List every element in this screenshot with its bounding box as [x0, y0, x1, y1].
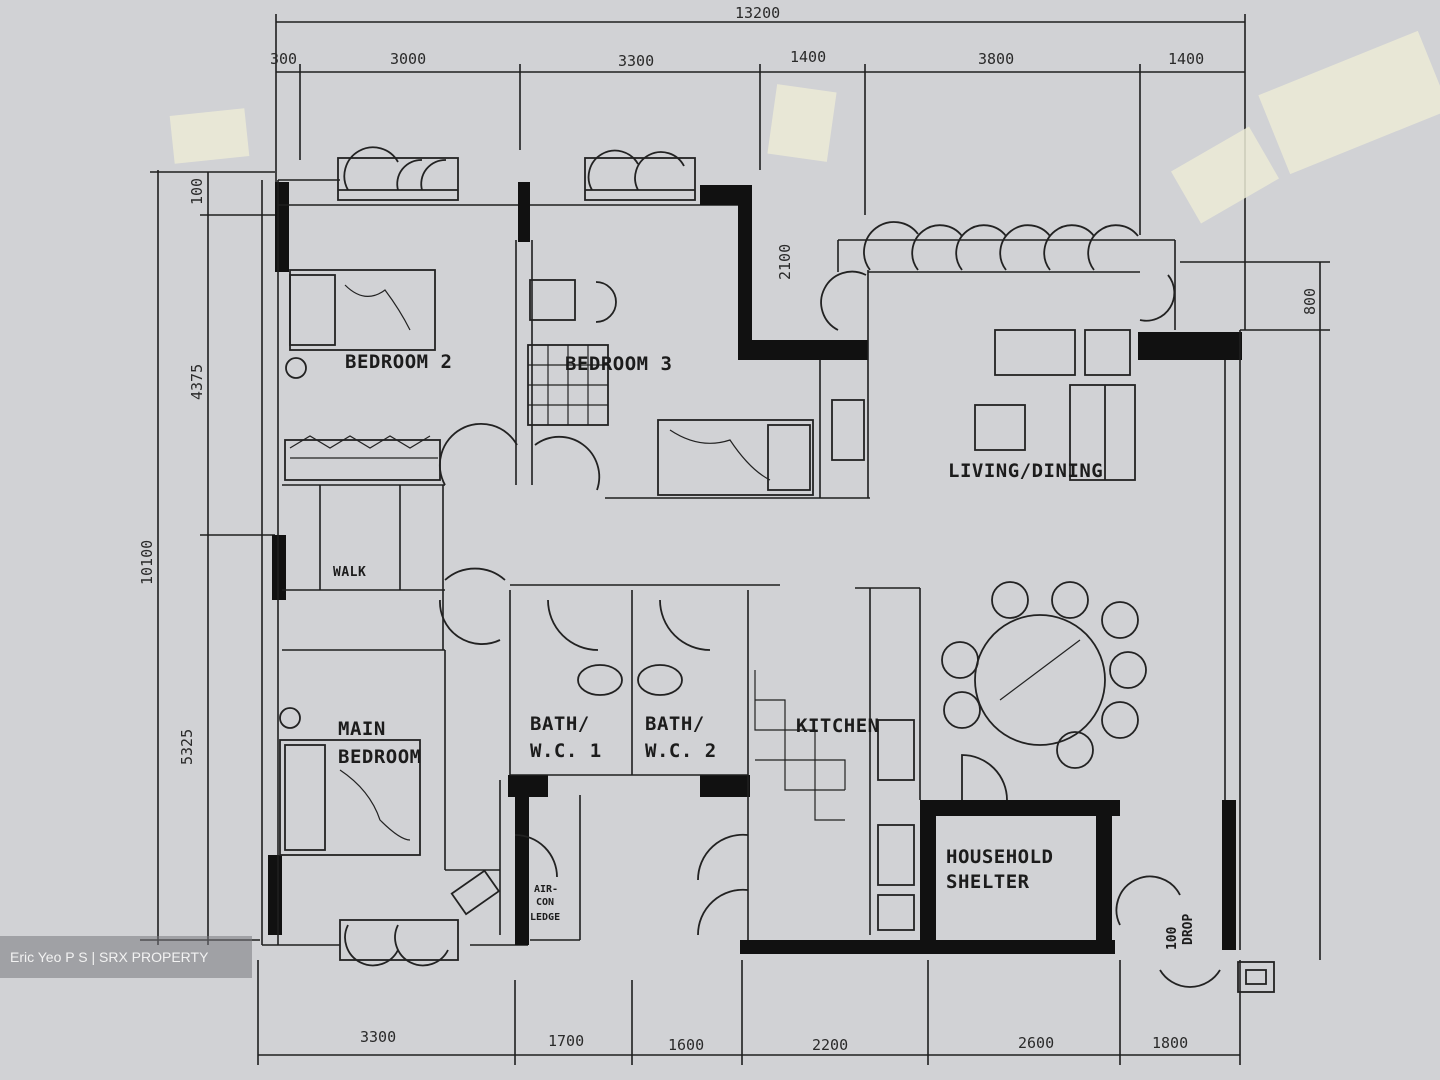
- dim-left-2: 4375: [188, 364, 206, 400]
- dim-top-2: 3000: [390, 50, 426, 68]
- bottom-dimension-lines: [257, 960, 1241, 1065]
- label-bedroom-2: BEDROOM 2: [345, 351, 452, 373]
- right-dimension-lines: [1180, 261, 1330, 960]
- furniture: [279, 269, 1275, 993]
- dim-upper-mid: 2100: [776, 244, 794, 280]
- label-aircon-2: CON: [536, 897, 554, 908]
- dim-top-5: 3800: [978, 50, 1014, 68]
- label-bath-1-2: W.C. 1: [530, 740, 602, 762]
- dim-top-3: 3300: [618, 52, 654, 70]
- dim-bottom-5: 2600: [1018, 1034, 1054, 1052]
- dim-top-4: 1400: [790, 48, 826, 66]
- label-main-bedroom-2: BEDROOM: [338, 746, 422, 768]
- tape-scrap-1: [169, 108, 250, 164]
- label-kitchen: KITCHEN: [796, 715, 880, 737]
- dim-bottom-3: 1600: [668, 1036, 704, 1054]
- label-bath-2-2: W.C. 2: [645, 740, 717, 762]
- dim-bottom-4: 2200: [812, 1036, 848, 1054]
- dim-right: 800: [1301, 288, 1319, 315]
- label-bath-1-1: BATH/: [530, 713, 590, 735]
- dim-top-1: 300: [270, 50, 297, 68]
- walls: [261, 179, 1242, 954]
- label-bedroom-3: BEDROOM 3: [565, 353, 672, 375]
- label-living-dining: LIVING/DINING: [948, 460, 1103, 482]
- label-aircon-3: LEDGE: [530, 912, 560, 923]
- tape-scrap-2: [767, 84, 837, 162]
- label-bath-2-1: BATH/: [645, 713, 705, 735]
- dim-left-3: 5325: [178, 729, 196, 765]
- dim-left-1: 100: [188, 178, 206, 205]
- label-walk: WALK: [333, 565, 366, 580]
- dim-bottom-2: 1700: [548, 1032, 584, 1050]
- label-aircon-1: AIR-: [534, 884, 558, 895]
- label-shelter-1: HOUSEHOLD: [946, 846, 1053, 868]
- dim-bottom-6: 1800: [1152, 1034, 1188, 1052]
- dim-bottom-1: 3300: [360, 1028, 396, 1046]
- windows: [337, 146, 1176, 967]
- watermark: Eric Yeo P S | SRX PROPERTY: [0, 936, 252, 978]
- dim-left-overall: 10100: [138, 540, 156, 585]
- label-main-bedroom-1: MAIN: [338, 718, 386, 740]
- dim-top-6: 1400: [1168, 50, 1204, 68]
- label-refuse-1: 100: [1165, 926, 1180, 950]
- label-shelter-2: SHELTER: [946, 871, 1030, 893]
- dim-overall-top: 13200: [735, 4, 780, 22]
- label-refuse-2: DROP: [1181, 914, 1196, 945]
